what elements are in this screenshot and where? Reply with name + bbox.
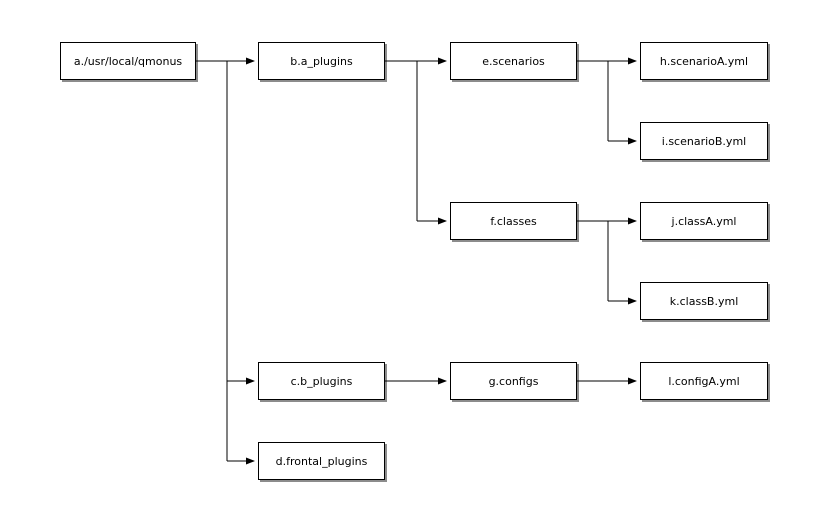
node-classes-label: f.classes [490, 214, 537, 228]
node-config-a-yml-label: l.configA.yml [668, 374, 740, 388]
node-b-plugins: c.b_plugins [258, 362, 385, 400]
node-root-label: a./usr/local/qmonus [73, 54, 183, 68]
node-configs-label: g.configs [488, 374, 539, 388]
node-scenario-b-yml: i.scenarioB.yml [640, 122, 768, 160]
node-frontal-plugins-label: d.frontal_plugins [275, 454, 368, 468]
node-root: a./usr/local/qmonus [60, 42, 196, 80]
node-scenario-b-yml-label: i.scenarioB.yml [661, 134, 747, 148]
node-config-a-yml: l.configA.yml [640, 362, 768, 400]
node-scenario-a-yml-label: h.scenarioA.yml [659, 54, 749, 68]
node-classes: f.classes [450, 202, 577, 240]
node-a-plugins: b.a_plugins [258, 42, 385, 80]
node-class-b-yml: k.classB.yml [640, 282, 768, 320]
node-frontal-plugins: d.frontal_plugins [258, 442, 385, 480]
node-class-a-yml: j.classA.yml [640, 202, 768, 240]
node-a-plugins-label: b.a_plugins [290, 54, 353, 68]
node-class-a-yml-label: j.classA.yml [671, 214, 737, 228]
node-configs: g.configs [450, 362, 577, 400]
node-scenario-a-yml: h.scenarioA.yml [640, 42, 768, 80]
node-scenarios-label: e.scenarios [482, 54, 545, 68]
node-scenarios: e.scenarios [450, 42, 577, 80]
node-b-plugins-label: c.b_plugins [290, 374, 353, 388]
node-class-b-yml-label: k.classB.yml [669, 294, 739, 308]
